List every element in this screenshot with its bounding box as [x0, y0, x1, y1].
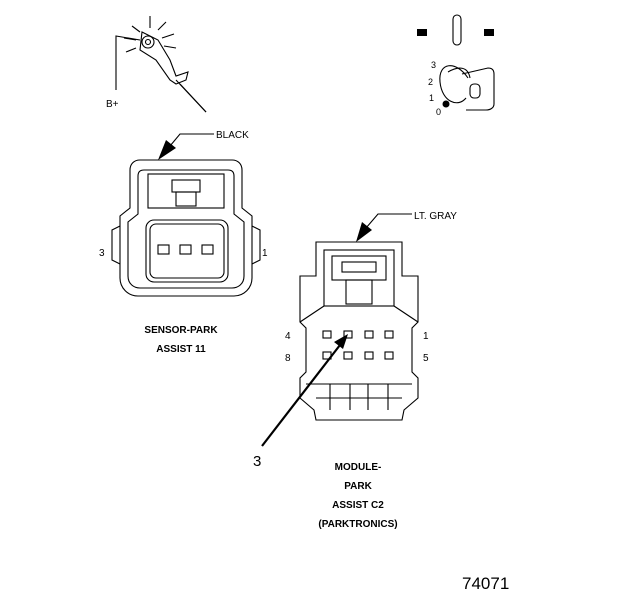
sensor-name-line1: SENSOR-PARK: [144, 325, 218, 336]
callout-number: 3: [253, 453, 261, 470]
module-name-line4: (PARKTRONICS): [318, 519, 397, 530]
sensor-connector: BLACK 3 1 SENSOR-PARK ASSIST 11: [99, 130, 268, 355]
sensor-color-label: BLACK: [216, 130, 249, 141]
module-pin-top-right: 1: [423, 331, 429, 342]
light-rays-icon: [123, 16, 177, 53]
module-pin-bottom-right: 5: [423, 353, 429, 364]
ignition-position-2: 2: [428, 77, 433, 87]
module-name-line2: PARK: [344, 481, 372, 492]
ignition-position-1: 1: [429, 93, 434, 103]
ignition-position-3: 3: [431, 60, 436, 70]
test-light-label: B+: [106, 99, 119, 110]
module-name-line1: MODULE-: [335, 462, 382, 473]
sensor-pin-left: 3: [99, 248, 105, 259]
module-pin-top-left: 4: [285, 331, 291, 342]
test-light-icon: B+: [106, 16, 207, 113]
module-connector: LT. GRAY 4 1 8 5 3 MODULE-: [253, 211, 457, 530]
sensor-name-line2: ASSIST 11: [156, 344, 206, 355]
module-color-label: LT. GRAY: [414, 211, 457, 222]
ignition-position-0: 0: [436, 107, 441, 117]
ignition-key-icon: 3 2 1 0: [417, 14, 495, 117]
module-pin-bottom-left: 8: [285, 353, 291, 364]
module-name-line3: ASSIST C2: [332, 500, 384, 511]
figure-number: 74071: [462, 574, 509, 593]
sensor-pin-right: 1: [262, 248, 268, 259]
